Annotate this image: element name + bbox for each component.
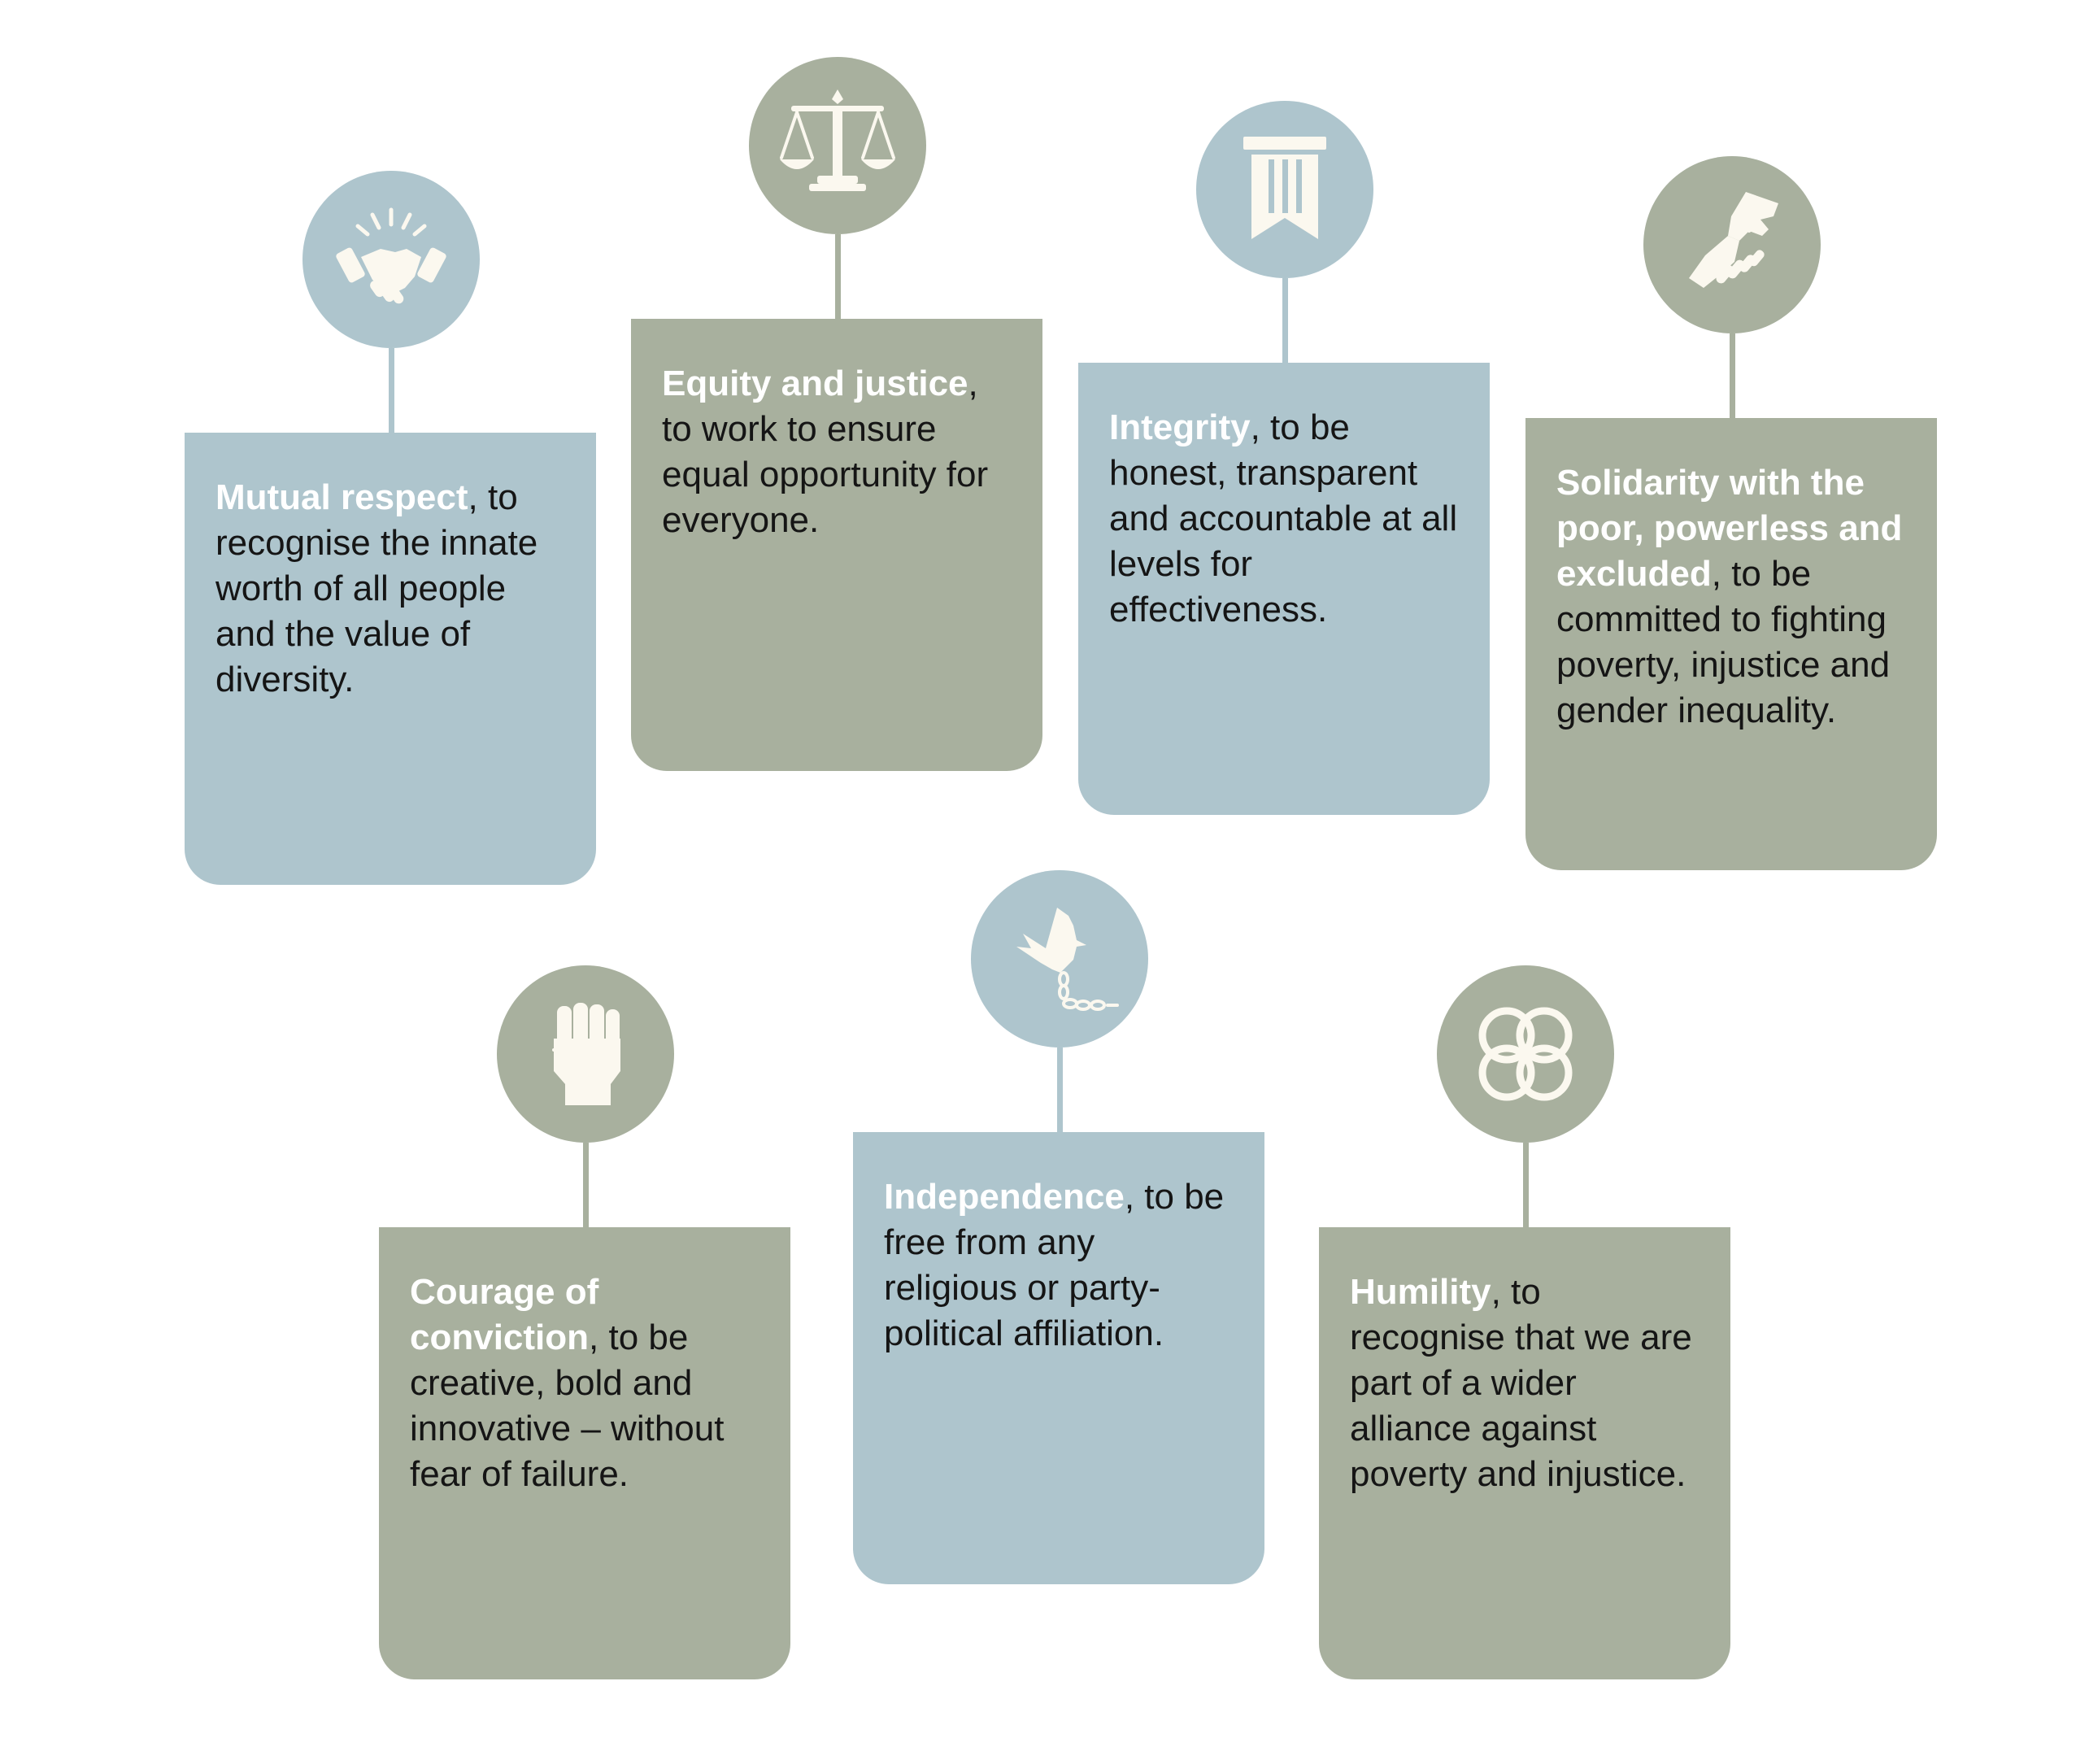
value-title: Humility — [1350, 1272, 1491, 1312]
value-connector — [583, 1143, 589, 1227]
value-card: Equity and justice, to work to ensure eq… — [631, 319, 1042, 771]
value-connector — [1057, 1048, 1063, 1132]
value-description: , to be creative, bold and innovative – … — [410, 1318, 725, 1494]
value-description: , to recognise the innate worth of all p… — [215, 477, 538, 699]
interlocking-rings-icon — [1478, 1007, 1573, 1101]
value-connector — [1523, 1143, 1529, 1227]
handshake-icon — [336, 207, 446, 304]
value-connector — [1730, 333, 1735, 418]
value-card: Integrity, to be honest, transparent and… — [1078, 363, 1490, 815]
value-card: Independence, to be free from any religi… — [853, 1132, 1264, 1584]
value-connector — [835, 234, 841, 319]
value-connector — [389, 348, 394, 433]
helping-hands-icon — [1689, 192, 1778, 288]
value-title: Solidarity with the poor, powerless and … — [1556, 463, 1903, 594]
value-title: Equity and justice — [662, 364, 968, 403]
scales-of-justice-icon — [780, 89, 895, 191]
value-icon-circle — [302, 171, 480, 348]
value-icon-circle — [749, 57, 926, 234]
value-icon-circle — [1437, 965, 1614, 1143]
value-card: Solidarity with the poor, powerless and … — [1525, 418, 1937, 870]
value-connector — [1282, 278, 1288, 363]
value-icon-circle — [971, 870, 1148, 1048]
value-icon-circle — [497, 965, 674, 1143]
value-title: Courage of conviction — [410, 1272, 599, 1357]
value-description: , to be committed to fighting poverty, i… — [1556, 554, 1891, 730]
value-title: Integrity — [1109, 407, 1251, 447]
value-description: , to work to ensure equal opportunity fo… — [662, 364, 989, 540]
pillar-bookmark-icon — [1243, 137, 1326, 239]
value-card: Mutual respect, to recognise the innate … — [185, 433, 596, 885]
value-title: Mutual respect — [215, 477, 468, 517]
value-card: Humility, to recognise that we are part … — [1319, 1227, 1730, 1679]
value-icon-circle — [1196, 101, 1373, 278]
value-description: , to recognise that we are part of a wid… — [1350, 1272, 1692, 1494]
raised-fist-icon — [552, 1003, 620, 1105]
value-description: , to be honest, transparent and accounta… — [1109, 407, 1458, 629]
value-description: , to be free from any religious or party… — [884, 1177, 1225, 1353]
value-title: Independence — [884, 1177, 1125, 1217]
value-icon-circle — [1643, 156, 1821, 333]
dove-broken-chain-icon — [1016, 908, 1119, 1011]
value-card: Courage of conviction, to be creative, b… — [379, 1227, 790, 1679]
